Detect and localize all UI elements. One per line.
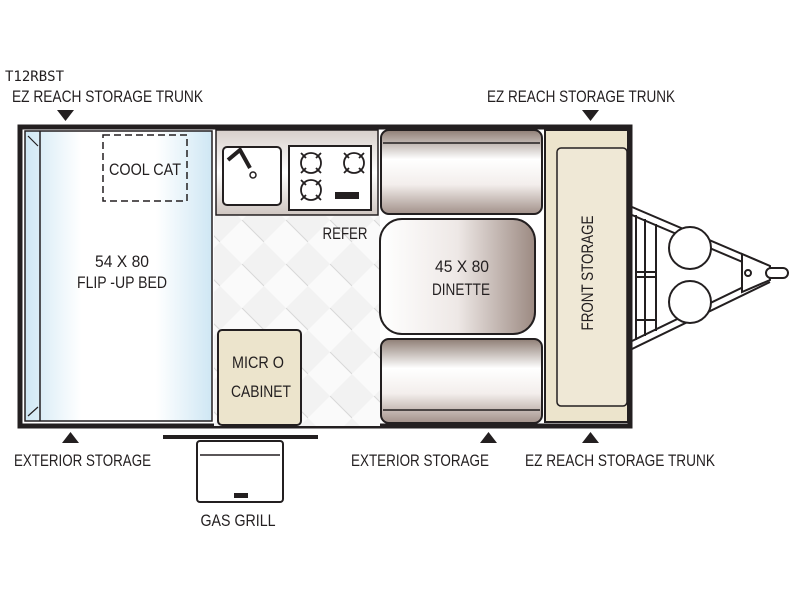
- micro-label-line2: CABINET: [231, 382, 291, 401]
- flip-up-bed[interactable]: COOL CAT 54 X 80 FLIP -UP BED: [24, 130, 213, 422]
- cool-cat-unit: [102, 134, 188, 202]
- gas-grill[interactable]: [163, 435, 318, 503]
- dinette-size-label: 45 X 80: [435, 257, 489, 276]
- stove-controls: [335, 192, 359, 199]
- arrow-down-icon: [57, 110, 74, 121]
- front-storage-label: FRONT STORAGE: [578, 216, 597, 331]
- front-storage[interactable]: FRONT STORAGE: [544, 129, 629, 423]
- arrow-up-icon: [582, 432, 599, 443]
- ez-trunk-top-right-label: EZ REACH STORAGE TRUNK: [487, 87, 676, 106]
- model-name: T12RBST: [5, 69, 65, 85]
- bed-name-label: FLIP -UP BED: [77, 273, 167, 292]
- arrow-down-icon: [582, 110, 599, 121]
- micro-label-line1: MICR O: [232, 353, 284, 372]
- propane-tank-icon: [668, 280, 712, 324]
- bed-size-label: 54 X 80: [95, 252, 149, 271]
- micro-cabinet[interactable]: MICR O CABINET: [217, 329, 302, 426]
- dinette-table: [379, 218, 536, 335]
- dinette-name-label: DINETTE: [432, 280, 490, 299]
- trailer-tongue: [631, 206, 789, 350]
- dinette-seat-rear: [380, 338, 543, 424]
- exterior-storage-mid-label: EXTERIOR STORAGE: [351, 451, 489, 470]
- arrow-up-icon: [62, 432, 79, 443]
- dinette-seat-front: [380, 129, 543, 215]
- cool-cat-label: COOL CAT: [109, 160, 181, 179]
- propane-tank-icon: [668, 226, 712, 270]
- dinette[interactable]: 45 X 80 DINETTE: [379, 129, 543, 424]
- exterior-storage-left-label: EXTERIOR STORAGE: [14, 451, 151, 470]
- stove-icon[interactable]: [288, 145, 372, 211]
- ez-trunk-top-left-label: EZ REACH STORAGE TRUNK: [12, 87, 204, 106]
- ez-trunk-bottom-right-label: EZ REACH STORAGE TRUNK: [525, 451, 716, 470]
- arrow-up-icon: [480, 432, 497, 443]
- refer-label: REFER: [323, 224, 368, 243]
- kitchen-counter: REFER: [215, 129, 379, 243]
- gas-grill-label: GAS GRILL: [201, 511, 276, 530]
